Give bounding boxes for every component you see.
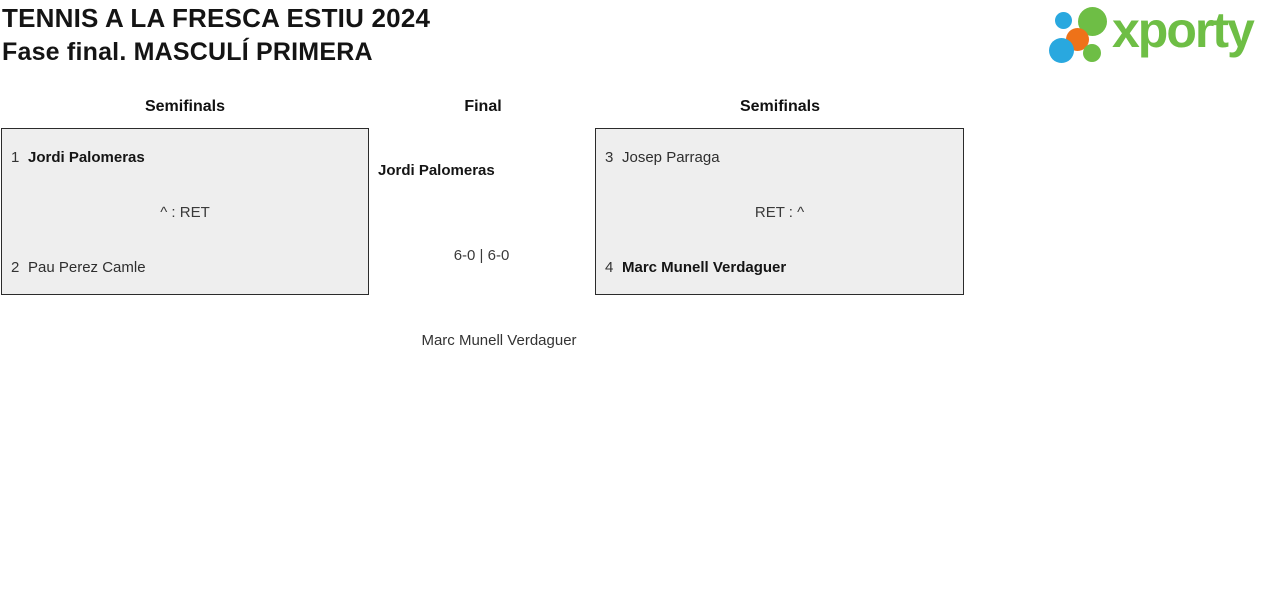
match-box-semifinal-left: 1 Jordi Palomeras ^ : RET 2 Pau Perez Ca… [1, 128, 369, 295]
xporty-logo[interactable]: xporty [1048, 2, 1278, 68]
match-box-semifinal-right: 3 Josep Parraga RET : ^ 4 Marc Munell Ve… [595, 128, 964, 295]
logo-dot-green-small-icon [1083, 44, 1101, 62]
player-row: 3 Josep Parraga [605, 148, 954, 166]
seed-number: 1 [11, 148, 20, 166]
player-row: 1 Jordi Palomeras [11, 148, 359, 166]
logo-wordmark: xporty [1112, 2, 1255, 58]
seed-number: 4 [605, 258, 614, 276]
match-score: ^ : RET [160, 204, 210, 221]
player-name: Jordi Palomeras [28, 148, 145, 166]
player-row: 2 Pau Perez Camle [11, 258, 359, 276]
player-name: Marc Munell Verdaguer [622, 258, 787, 276]
seed-number: 3 [605, 148, 614, 166]
phase-subtitle: Fase final. MASCULÍ PRIMERA [2, 38, 373, 66]
final-score: 6-0 | 6-0 [453, 247, 510, 264]
round-header-semifinals-left: Semifinals [144, 98, 226, 115]
round-header-final: Final [464, 98, 502, 115]
final-winner-name: Jordi Palomeras [378, 162, 495, 179]
tournament-title: TENNIS A LA FRESCA ESTIU 2024 [2, 3, 431, 33]
round-header-semifinals-right: Semifinals [739, 98, 821, 115]
final-runnerup-name: Marc Munell Verdaguer [421, 332, 577, 349]
player-name: Pau Perez Camle [28, 258, 146, 276]
match-score: RET : ^ [754, 204, 805, 221]
seed-number: 2 [11, 258, 20, 276]
logo-dot-blue-small-icon [1055, 12, 1072, 29]
page-title: TENNIS A LA FRESCA ESTIU 2024 Fase final… [2, 1, 430, 69]
logo-dot-blue-big-icon [1049, 38, 1074, 63]
player-row: 4 Marc Munell Verdaguer [605, 258, 954, 276]
player-name: Josep Parraga [622, 148, 720, 166]
